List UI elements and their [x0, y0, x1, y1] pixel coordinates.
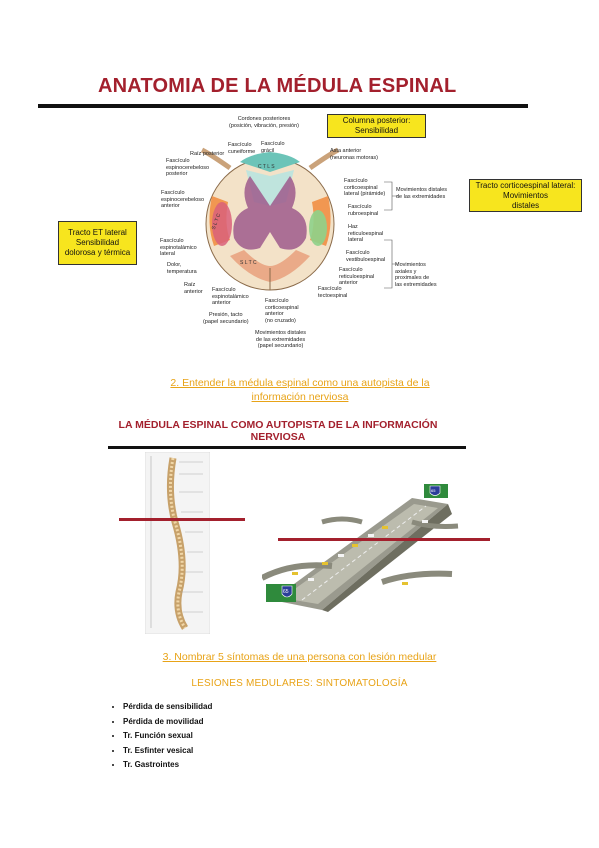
- lateral-letters: S L T C: [211, 212, 222, 230]
- spine-illustration: [145, 452, 210, 634]
- symptom-list: Pérdida de sensibilidad Pérdida de movil…: [105, 700, 212, 773]
- label-vestibulospinal: Fascículo vestibuloespinal: [346, 250, 386, 263]
- label-lat-reticulospinal: Haz reticuloespinal lateral: [348, 224, 384, 243]
- highway-title-divider: [108, 446, 466, 449]
- motor-letters: S L T C: [240, 260, 257, 266]
- title-divider: [38, 104, 528, 108]
- label-posterior-root: Raíz posterior: [190, 151, 225, 157]
- label-pressure: Presión, tacto (papel secundario): [203, 312, 249, 325]
- spinothalamic-left: [212, 202, 232, 246]
- label-lat-spinothalamic: Fascículo espinotalámico lateral: [160, 238, 197, 257]
- list-item: Pérdida de movilidad: [123, 715, 212, 730]
- spine-lesion-line: [119, 518, 245, 521]
- label-ant-corticospinal: Fascículo corticoespinal anterior (no cr…: [265, 298, 299, 324]
- posterior-columns: [240, 152, 300, 172]
- sign-number-lower: 65: [283, 589, 289, 595]
- label-distal-movements-secondary: Movimientos distales de las extremidades…: [255, 330, 307, 349]
- label-ant-spinocerebellar: Fascículo espinocerebeloso anterior: [161, 190, 205, 209]
- grey-matter: [233, 176, 307, 250]
- callout-lateral-spinothalamic: Tracto ET lateral Sensibilidad dolorosa …: [58, 221, 137, 265]
- label-ant-reticulospinal: Fascículo reticuloespinal anterior: [339, 267, 375, 286]
- callout-lateral-corticospinal: Tracto corticoespinal lateral: Movimient…: [469, 179, 582, 212]
- list-item: Tr. Función sexual: [123, 729, 212, 744]
- label-rubrospinal: Fascículo rubroespinal: [348, 204, 379, 217]
- posterior-root: [200, 147, 232, 171]
- label-anterior-horn: Asta anterior (neuronas motoras): [330, 148, 378, 161]
- label-tectospinal: Fascículo tectoespinal: [318, 286, 348, 299]
- label-posterior-cords: Cordones posteriores (posición, vibració…: [229, 116, 300, 129]
- list-item: Tr. Esfinter vesical: [123, 744, 212, 759]
- label-lat-corticospinal: Fascículo corticoespinal lateral (pirámi…: [344, 178, 386, 197]
- label-cuneiform: Fascículo cuneiforme: [228, 142, 256, 155]
- label-axial-movements: Movimientos axiales y proximales de las …: [395, 262, 437, 288]
- symptomatology-heading: LESIONES MEDULARES: SINTOMATOLOGÍA: [191, 678, 408, 689]
- sign-number-upper: 65: [431, 488, 436, 493]
- label-gracile: Fascículo grácil: [261, 141, 285, 154]
- highway-title: LA MÉDULA ESPINAL COMO AUTOPISTA DE LA I…: [118, 419, 438, 443]
- label-ant-spinothalamic: Fascículo espinotalámico anterior: [212, 287, 249, 306]
- spinal-cord-cross-section: C T L S S L T C S L T C: [200, 147, 340, 291]
- anterior-tracts: [230, 250, 310, 282]
- list-item: Tr. Gastrointes: [123, 758, 212, 773]
- bracket-lines: [384, 181, 398, 289]
- label-distal-movements: Movimientos distales de las extremidades: [396, 187, 448, 200]
- corticospinal-right: [309, 210, 327, 246]
- list-item: Pérdida de sensibilidad: [123, 700, 212, 715]
- page-title: ANATOMIA DE LA MÉDULA ESPINAL: [98, 75, 457, 97]
- heading-symptoms[interactable]: 3. Nombrar 5 síntomas de una persona con…: [162, 651, 437, 663]
- posterior-root-right: [308, 147, 340, 171]
- label-anterior-root: Raíz anterior: [184, 282, 203, 295]
- heading-highway[interactable]: 2. Entender la médula espinal como una a…: [170, 377, 430, 403]
- label-post-spinocerebellar: Fascículo espinocerebeloso posterior: [166, 158, 210, 177]
- callout-posterior-column: Columna posterior: Sensibilidad: [327, 114, 426, 138]
- cuneiform-letters: C T L S: [258, 164, 275, 170]
- highway-illustration: 65 65: [262, 484, 459, 612]
- label-pain-temp: Dolor, temperatura: [167, 262, 197, 275]
- highway-lesion-line: [278, 538, 490, 541]
